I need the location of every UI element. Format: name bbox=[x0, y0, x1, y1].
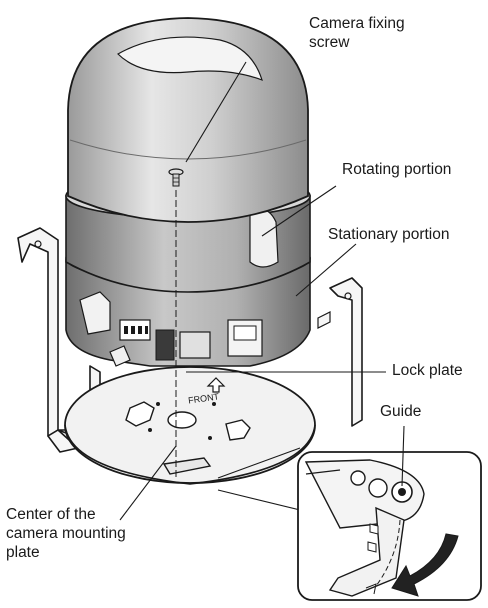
label-guide: Guide bbox=[380, 403, 422, 420]
guide-detail-inset bbox=[297, 425, 482, 601]
label-center-mounting-plate: Center of the camera mounting plate bbox=[6, 506, 126, 561]
label-lock-plate: Lock plate bbox=[392, 362, 463, 379]
front-marking: FRONT bbox=[188, 391, 221, 405]
leader-lines bbox=[119, 61, 386, 521]
camera-dome bbox=[67, 17, 309, 223]
camera-mounting-plate bbox=[64, 366, 316, 485]
bracket-tabs bbox=[34, 240, 352, 329]
camera-fixing-screw-icon bbox=[168, 168, 184, 187]
label-camera-fixing-screw: Camera fixing screw bbox=[309, 15, 405, 51]
label-stationary-portion: Stationary portion bbox=[328, 226, 450, 243]
curved-arrow-icon bbox=[391, 533, 459, 597]
label-rotating-portion: Rotating portion bbox=[342, 161, 452, 178]
